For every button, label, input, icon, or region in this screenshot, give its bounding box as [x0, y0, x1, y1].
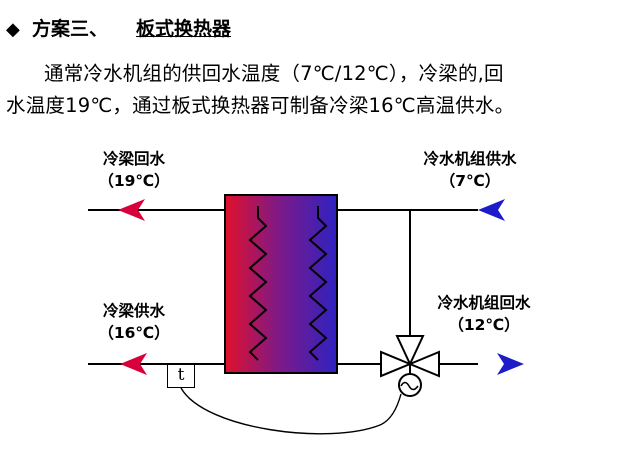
chiller-return-name: 冷水机组回水 — [437, 294, 531, 312]
section-heading: ◆ 方案三、 板式换热器 — [6, 14, 231, 41]
label-chiller-return: 冷水机组回水 （12℃） — [414, 292, 554, 336]
beam-return-name: 冷梁回水 — [102, 150, 165, 168]
scheme-number: 方案三、 — [32, 18, 109, 40]
beam-supply-arrow-icon — [120, 353, 147, 375]
three-way-valve-icon — [380, 335, 440, 378]
label-chiller-supply: 冷水机组供水 （7℃） — [408, 148, 532, 192]
chiller-return-arrow-icon — [497, 353, 524, 375]
diamond-bullet-icon: ◆ — [6, 19, 20, 40]
cold-side-coil — [308, 206, 328, 361]
chiller-supply-arrow-icon — [478, 199, 505, 221]
label-beam-supply: 冷梁供水 （16℃） — [94, 300, 174, 344]
description-paragraph: 通常冷水机组的供回水温度（7℃/12℃），冷梁的,回 水温度19℃，通过板式换热… — [6, 58, 634, 122]
scheme-title: 板式换热器 — [136, 18, 232, 40]
label-beam-return: 冷梁回水 （19℃） — [94, 148, 174, 192]
description-line-2: 水温度19℃，通过板式换热器可制备冷梁16℃高温供水。 — [6, 94, 515, 117]
chiller-return-temp: （12℃） — [448, 316, 520, 334]
control-signal-line — [180, 387, 402, 435]
beam-return-temp: （19℃） — [98, 172, 170, 190]
beam-return-arrow-icon — [118, 199, 145, 221]
valve-actuator-icon — [398, 373, 422, 397]
beam-supply-name: 冷梁供水 — [102, 302, 165, 320]
beam-supply-temp: （16℃） — [98, 324, 170, 342]
heat-exchanger-body — [224, 194, 338, 374]
chiller-supply-name: 冷水机组供水 — [423, 150, 517, 168]
description-line-1: 通常冷水机组的供回水温度（7℃/12℃），冷梁的,回 — [44, 62, 504, 85]
chiller-supply-temp: （7℃） — [439, 172, 501, 190]
temperature-sensor: t — [167, 364, 195, 388]
hot-side-coil — [248, 206, 268, 361]
